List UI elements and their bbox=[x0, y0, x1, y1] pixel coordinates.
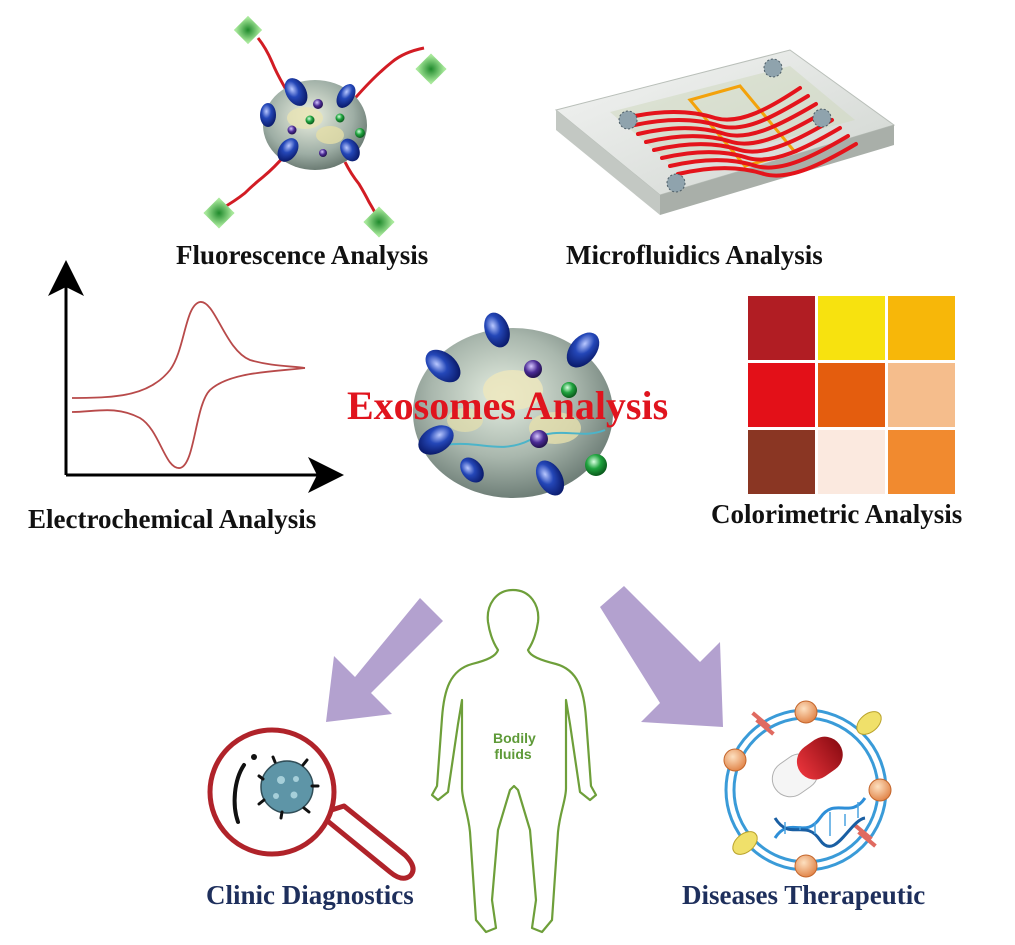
right-down-arrow bbox=[600, 586, 723, 727]
microfluidics-label: Microfluidics Analysis bbox=[566, 240, 823, 270]
bodily-fluids-line-1: Bodily bbox=[493, 730, 536, 746]
bodily-fluids-label: Bodily fluids bbox=[493, 730, 536, 762]
bodily-fluids-line-2: fluids bbox=[494, 746, 532, 762]
therapeutic-vesicle-icon bbox=[723, 700, 892, 878]
colorimetric-cell bbox=[888, 296, 955, 360]
colorimetric-cell bbox=[818, 296, 885, 360]
colorimetric-cell bbox=[818, 430, 885, 494]
electrochemical-label: Electrochemical Analysis bbox=[28, 504, 317, 534]
microfluidics-chip-icon bbox=[554, 49, 896, 215]
human-body-outline bbox=[430, 588, 598, 934]
central-exosome-icon bbox=[413, 312, 613, 498]
colorimetric-label: Colorimetric Analysis bbox=[711, 499, 963, 529]
exosomes-analysis-title: Exosomes Analysis bbox=[347, 383, 669, 428]
clinic-diagnostics-label: Clinic Diagnostics bbox=[206, 880, 414, 910]
diseases-therapeutic-label: Diseases Therapeutic bbox=[682, 880, 926, 910]
left-down-arrow bbox=[326, 598, 443, 722]
colorimetric-cell bbox=[748, 430, 815, 494]
colorimetric-cell bbox=[888, 363, 955, 427]
fluorescence-exosome-icon bbox=[203, 15, 447, 238]
colorimetric-cell bbox=[748, 363, 815, 427]
fluorescence-label: Fluorescence Analysis bbox=[176, 240, 429, 270]
cyclic-voltammogram-icon bbox=[48, 260, 344, 493]
colorimetric-cell bbox=[748, 296, 815, 360]
colorimetric-cell bbox=[818, 363, 885, 427]
cv-forward-curve bbox=[71, 301, 306, 399]
colorimetric-grid bbox=[748, 296, 955, 494]
colorimetric-cell bbox=[888, 430, 955, 494]
magnifier-icon bbox=[207, 727, 416, 881]
cv-reverse-curve bbox=[71, 367, 306, 469]
